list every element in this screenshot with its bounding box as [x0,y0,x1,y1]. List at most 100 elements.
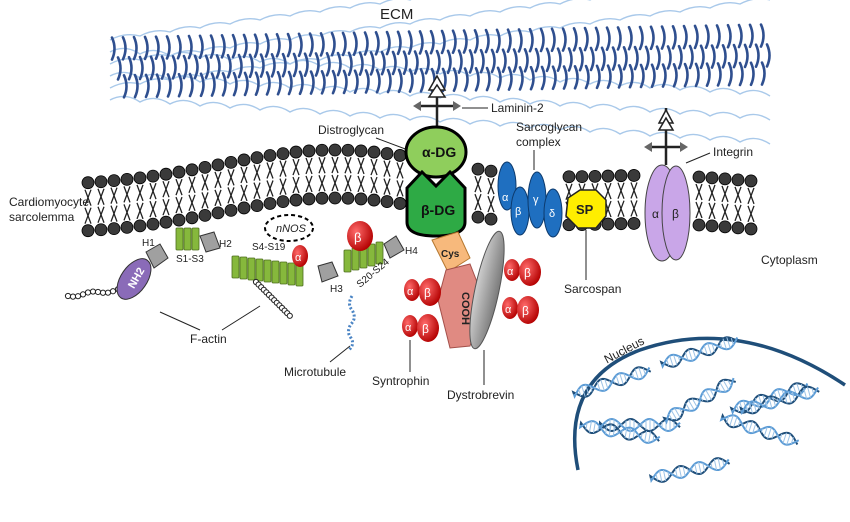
ecm-fiber [275,32,281,58]
beta-dystroglycan [405,169,467,238]
ecm-fiber [391,50,397,76]
lipid-tail [152,182,157,200]
laminin-2-label: Laminin-2 [491,101,544,115]
lipid-tail [373,158,378,176]
lipid-tail [477,193,482,211]
syn-l-b1: β [424,286,431,300]
ecm-fiber [188,72,194,98]
ecm-fiber [177,72,183,98]
actin-bead [74,293,82,300]
lipid-head [705,219,719,233]
lipid-tail [269,180,274,197]
ecm-fiber [369,51,375,76]
lipid-tail [620,182,625,199]
lipid-head [159,215,173,229]
syntrophin-cluster-right [502,258,541,324]
ecm-mesh-line [109,71,771,121]
lipid-head [302,192,316,206]
lipid-tail [191,194,196,212]
lipid-tail [204,192,209,209]
syn-l-a1: α [407,286,414,298]
lipid-head [692,170,706,184]
spectrin-repeat [183,227,192,251]
dystrophin [64,227,405,352]
lipid-tail [607,182,612,200]
lipid-tail [360,157,365,175]
ecm-fiber [451,29,457,55]
dystrobrevin [469,230,505,350]
ecm-fiber [638,25,644,51]
lipid-tail [633,200,638,217]
ecm-fiber [518,66,524,91]
ecm-fiber [628,63,634,89]
actin-bead [79,291,87,298]
syn-l-b2: β [422,322,429,336]
alpha-dystroglycan [404,125,468,179]
lipid-tail [178,178,183,196]
integrin-beta: β [672,207,679,221]
lipid-head [263,149,277,162]
ecm-fiber [292,52,298,78]
ecm-fiber [749,61,755,87]
spectrin-repeat [191,227,200,251]
lipid-head [276,147,290,161]
ecm-fiber [473,29,479,54]
lipid-head [471,210,485,224]
h2-label: H2 [219,239,232,250]
lipid-head [94,175,108,189]
cys-domain [431,231,471,273]
lipid-head [692,218,706,232]
ecm-fiber [507,66,513,91]
lipid-tail [243,166,248,184]
integrin [644,108,691,262]
ecm-fiber [732,43,738,69]
lipid-tail [282,178,287,195]
ecm-fiber [132,35,138,61]
ecm-fiber [550,27,556,53]
sarcospan [565,189,607,229]
lipid-head [588,169,602,183]
dna-helix [578,420,661,444]
ecm-fiber [616,26,622,51]
dna-helix [739,385,820,416]
ecm-fiber [243,71,249,97]
dna-helix [648,457,731,484]
ecm-fiber [584,64,590,90]
ecm-fiber [408,68,414,93]
sarcospan-sp: SP [576,202,594,217]
lipid-tail [139,202,144,220]
ecm-fiber [660,25,666,50]
lipid-head [744,222,758,236]
lipid-tail [750,187,755,205]
ecm-fiber [683,62,689,88]
ecm-fiber [506,28,512,53]
actin-bead [286,312,293,319]
lipid-tail [321,157,326,174]
ecm-fiber [682,24,688,50]
actin-bead [69,293,77,300]
lipid-head [601,169,615,183]
lipid-head [315,143,329,157]
lipid-head [341,191,355,205]
ecm-fiber [122,74,128,99]
actin-bead [84,289,92,296]
actin-bead [109,288,117,295]
lipid-head [133,219,147,233]
ecm-fiber [121,36,127,61]
ecm-fiber [341,31,347,57]
actin-bead [94,288,102,296]
lipid-head [289,193,303,207]
spectrin-repeat [295,263,304,287]
lipid-tail [373,176,378,194]
syntrophin-beta-1 [347,221,373,251]
lipid-head [289,145,303,159]
ecm-fiber [210,72,216,97]
lipid-head [367,193,381,207]
lipid-head [211,158,225,172]
lipid-head [575,170,589,184]
ecm-fiber [215,54,221,79]
ecm-fiber [253,33,259,58]
ecm-fiber [716,62,722,87]
ecm-fiber [622,46,628,71]
ecm-fiber [671,25,677,50]
